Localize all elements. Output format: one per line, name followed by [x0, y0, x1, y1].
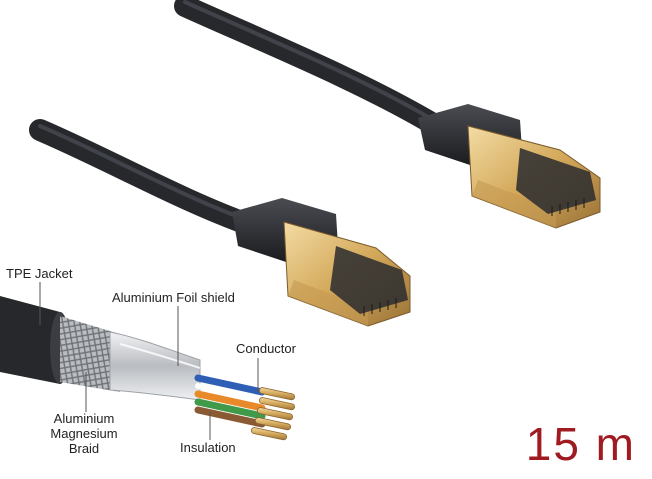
label-braid-line2: Magnesium	[50, 426, 118, 441]
label-braid-line1: Aluminium	[53, 411, 115, 426]
cable-length: 15 m	[525, 418, 636, 470]
leader-lines	[39, 282, 259, 440]
connector-upper	[418, 104, 601, 229]
cable-cross-section	[0, 296, 296, 441]
label-insulation: Insulation	[180, 440, 236, 455]
label-conductor: Conductor	[236, 341, 296, 356]
label-braid: Aluminium Magnesium Braid	[44, 411, 124, 456]
cable-lower	[29, 119, 261, 236]
label-foil-shield: Aluminium Foil shield	[112, 290, 235, 305]
label-braid-line3: Braid	[68, 441, 100, 456]
wire-pairs	[194, 374, 266, 428]
label-tpe-jacket: TPE Jacket	[6, 266, 73, 281]
cable-upper	[174, 0, 451, 139]
gold-conductors	[250, 387, 296, 441]
connector-lower	[232, 198, 411, 327]
